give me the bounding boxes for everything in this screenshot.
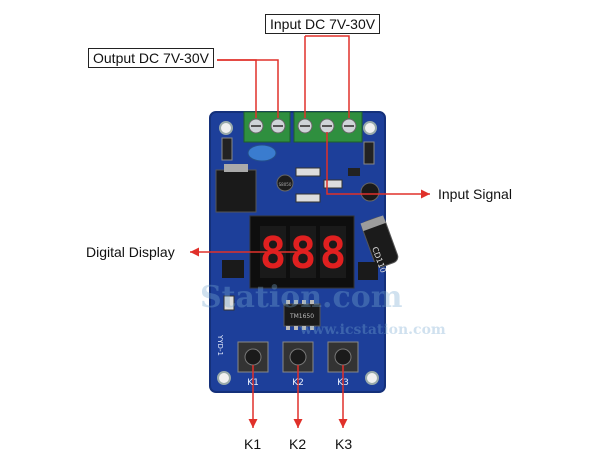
mount-hole — [219, 121, 233, 135]
input-dc-label: Input DC 7V-30V — [265, 14, 381, 34]
display-digit: 8 — [320, 228, 347, 279]
silk-k2: K2 — [292, 378, 304, 388]
output-terminal-block — [243, 111, 291, 143]
k2-label: K2 — [289, 436, 307, 452]
output-dc-pointer-2 — [217, 59, 279, 118]
k1-label: K1 — [244, 436, 262, 452]
mount-hole — [217, 371, 231, 385]
display-digit: 8 — [290, 228, 317, 279]
driver-ic — [283, 300, 321, 330]
transistor-marking: S8050 — [279, 182, 292, 187]
silk-k3: K3 — [337, 378, 349, 388]
voltage-regulator — [215, 164, 257, 213]
ic-marking: TM1650 — [289, 313, 314, 320]
digital-display-label: Digital Display — [86, 244, 175, 260]
input-terminal-block — [293, 111, 363, 143]
output-dc-label: Output DC 7V-30V — [88, 48, 214, 68]
button-k3-body — [327, 341, 359, 373]
display-digit: 8 — [260, 228, 287, 279]
transistor — [276, 174, 294, 192]
button-k2-body — [282, 341, 314, 373]
mount-hole — [363, 121, 377, 135]
watermark-brand: Station.com — [200, 280, 403, 315]
input-signal-pointer — [326, 132, 430, 199]
watermark-url: www.icstation.com — [300, 322, 446, 338]
input-signal-label: Input Signal — [438, 186, 512, 202]
electrolytic-capacitor — [360, 215, 399, 268]
k3-label: K3 — [335, 436, 353, 452]
output-dc-pointer — [217, 59, 257, 118]
silk-model: YYD-1 — [216, 334, 224, 356]
mount-hole — [365, 371, 379, 385]
input-dc-pointer-2 — [305, 35, 350, 118]
ceramic-capacitor — [247, 144, 277, 162]
silk-k1: K1 — [247, 378, 259, 388]
